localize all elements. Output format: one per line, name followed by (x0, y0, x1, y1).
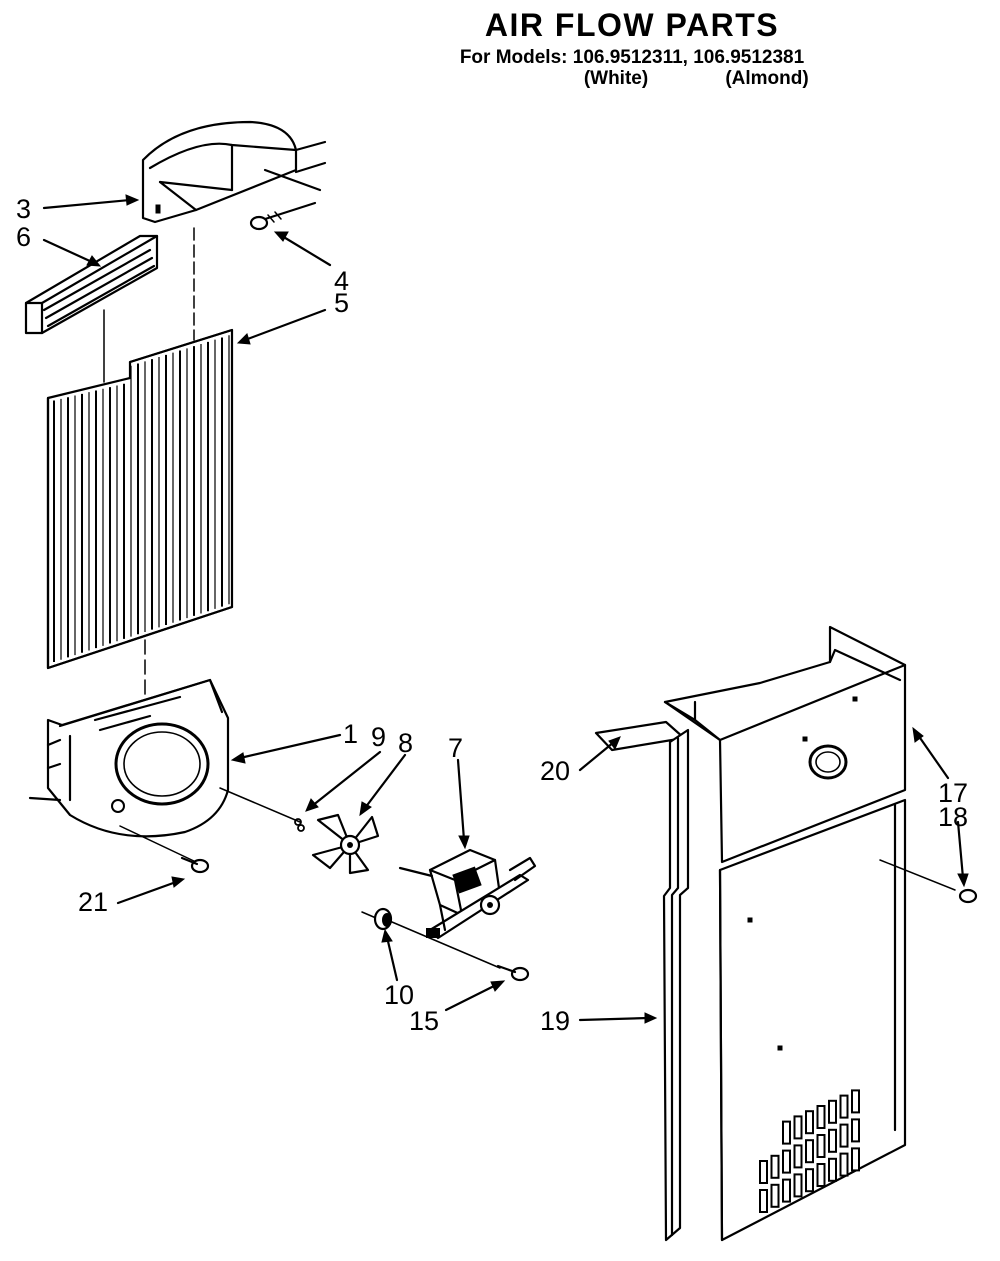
callout-19: 19 (540, 1006, 570, 1036)
vent-slot (793, 1144, 803, 1169)
part-15-screw (496, 964, 530, 982)
callout-4: 4 (334, 266, 349, 296)
part-7-fan-motor (398, 848, 537, 940)
lower-back-panel (718, 798, 907, 1242)
callout-5: 5 (334, 288, 349, 318)
part-3-duct-cover (141, 120, 327, 224)
part-17-cover (663, 625, 907, 864)
callout-18: 18 (938, 802, 968, 832)
vent-slot (839, 1094, 849, 1119)
vent-slot (816, 1134, 826, 1158)
vent-slot (828, 1099, 837, 1124)
vent-slot (782, 1120, 791, 1145)
part-8-fan-blade (311, 813, 380, 875)
color-white-label: (White) (584, 68, 648, 89)
vent-slot (805, 1139, 814, 1164)
vent-slot (816, 1163, 826, 1187)
vent-slot (839, 1123, 849, 1148)
callout-10: 10 (384, 980, 414, 1010)
callout-1: 1 (343, 719, 358, 749)
vent-slot (782, 1149, 791, 1174)
callout-15: 15 (409, 1006, 439, 1036)
callout-17: 17 (938, 778, 968, 808)
page-title: AIR FLOW PARTS (485, 7, 779, 43)
vent-slot (770, 1154, 780, 1179)
part-18-screw (879, 859, 978, 904)
callout-7: 7 (448, 733, 463, 763)
vent-slot (759, 1160, 768, 1184)
part-5-evaporator-cover (46, 227, 234, 701)
vent-slot (839, 1152, 849, 1177)
callout-6: 6 (16, 222, 31, 252)
vent-slot (782, 1178, 791, 1203)
vent-slots (759, 1089, 860, 1213)
vent-slot (851, 1089, 860, 1114)
vent-slot (851, 1118, 860, 1143)
part-6-grille (24, 234, 159, 335)
part-19-channel (662, 728, 690, 1242)
part-21-screw (119, 825, 210, 874)
vent-slot (828, 1128, 837, 1153)
part-10-grommet (361, 907, 501, 969)
models-line: For Models: 106.9512311, 106.9512381 (460, 47, 805, 68)
callout-9: 9 (371, 722, 386, 752)
vent-slot (816, 1105, 826, 1129)
vent-slot (793, 1115, 803, 1140)
callout-8: 8 (398, 728, 413, 758)
vent-slot (805, 1168, 814, 1193)
vent-slot (759, 1189, 768, 1213)
vent-slot (793, 1173, 803, 1198)
vent-slot (805, 1110, 814, 1135)
part-4-screw (249, 201, 317, 231)
vent-slot (828, 1157, 837, 1182)
callout-21: 21 (78, 887, 108, 917)
callout-20: 20 (540, 756, 570, 786)
color-almond-label: (Almond) (725, 68, 808, 89)
callout-3: 3 (16, 194, 31, 224)
header: AIR FLOW PARTS For Models: 106.9512311, … (460, 7, 809, 89)
vent-slot (770, 1183, 780, 1208)
part-9-retainer (219, 787, 305, 832)
vent-slot (851, 1147, 860, 1172)
callout-numbers: 3 6 4 5 1 9 8 7 20 17 18 21 10 15 19 (16, 194, 968, 1036)
part-1-fan-shroud (28, 678, 230, 838)
leader-lines (42, 194, 969, 1024)
